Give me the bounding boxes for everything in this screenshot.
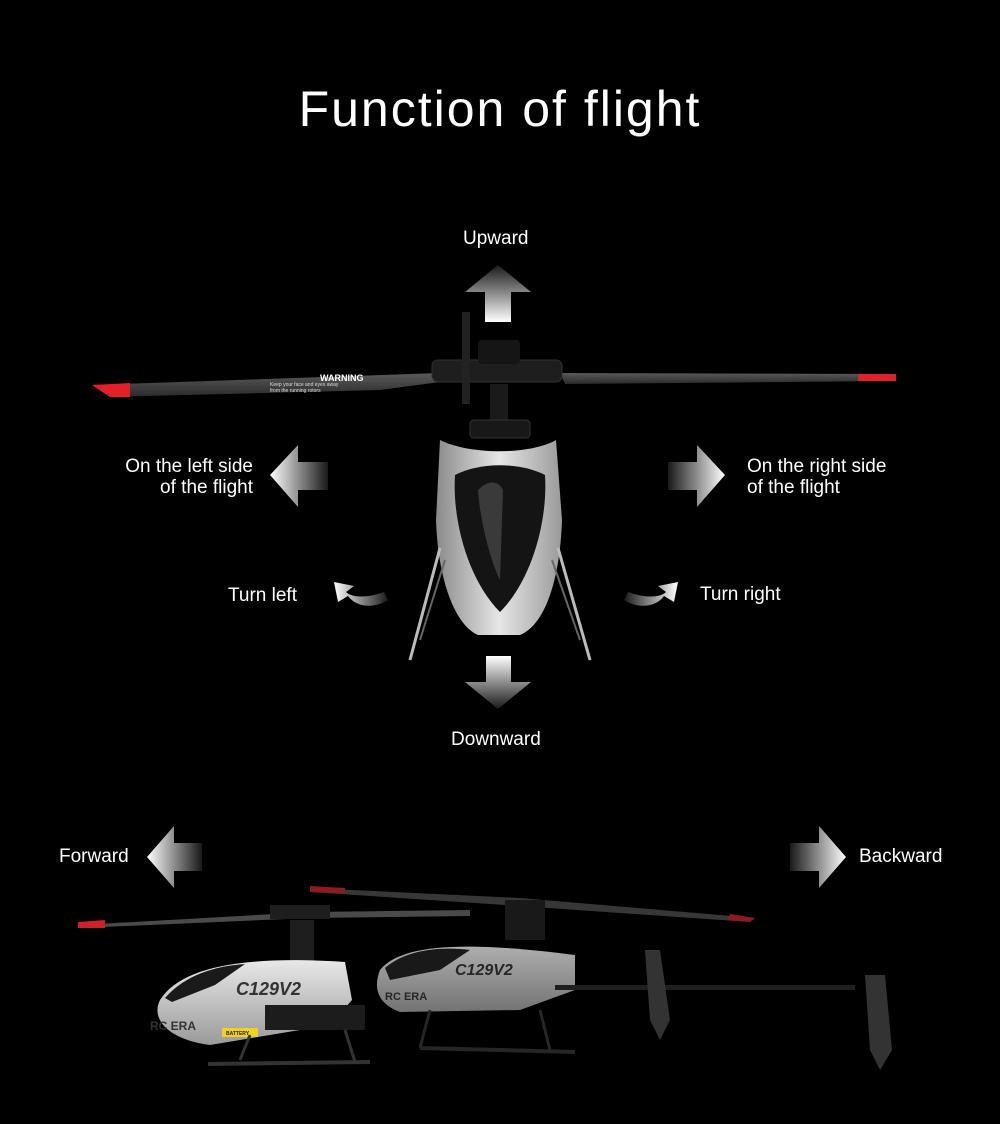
front-helicopter-image: WARNING Keep your face and eyes away fro…: [92, 312, 896, 661]
left-arrow-icon: [270, 445, 328, 507]
down-arrow-icon: [465, 656, 531, 709]
model-text-front: C129V2: [236, 979, 301, 999]
downward-label: Downward: [451, 729, 541, 750]
turn-right-label: Turn right: [700, 584, 781, 605]
side-helicopter-front-image: C129V2 RC ERA BATTERY: [78, 905, 470, 1066]
brand-text-front: RC ERA: [150, 1019, 196, 1033]
backward-label: Backward: [859, 846, 943, 867]
turn-right-arrow-icon: [624, 582, 678, 606]
warning-sub1: Keep your face and eyes away: [270, 382, 339, 388]
model-text-rear: C129V2: [455, 962, 513, 979]
backward-arrow-icon: [790, 826, 846, 888]
page-title: Function of flight: [298, 81, 702, 137]
warning-sub2: from the running rotors: [270, 388, 321, 394]
brand-text-rear: RC ERA: [385, 991, 427, 1003]
forward-arrow-icon: [147, 826, 202, 888]
right-arrow-icon: [668, 445, 725, 507]
forward-label: Forward: [59, 846, 129, 867]
right-side-label: On the right side of the flight: [747, 456, 887, 498]
turn-left-arrow-icon: [334, 582, 388, 606]
left-side-label: On the left side of the flight: [125, 456, 253, 498]
upward-label: Upward: [463, 228, 529, 249]
warning-text: WARNING: [320, 373, 364, 383]
battery-label: BATTERY: [226, 1031, 250, 1037]
turn-left-label: Turn left: [228, 585, 297, 606]
side-helicopter-rear-image: C129V2 RC ERA: [310, 886, 892, 1070]
up-arrow-icon: [465, 265, 531, 322]
